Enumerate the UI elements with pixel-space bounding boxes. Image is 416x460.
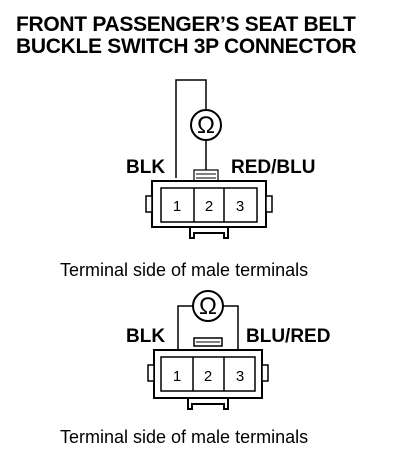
ohmmeter-icon: Ω [192,290,224,322]
tester-lead-left-1 [175,79,207,178]
title-line-1: FRONT PASSENGER’S SEAT BELT [16,13,356,36]
title-line-2: BUCKLE SWITCH 3P CONNECTOR [16,35,357,58]
pin-1-label: 1 [173,368,181,385]
pin-3-label: 3 [236,368,244,385]
tester-lead-right-2 [223,305,239,352]
pin-2-label: 2 [204,368,212,385]
wire-label-left-1: BLK [126,157,165,178]
pin-1-label: 1 [173,198,181,215]
caption-1: Terminal side of male terminals [60,260,308,280]
pin-2-label: 2 [205,198,213,215]
page-title: FRONT PASSENGER’S SEAT BELT BUCKLE SWITC… [16,13,357,58]
wire-label-right-1: RED/BLU [231,157,315,178]
ohm-symbol-1: Ω [197,112,215,139]
connector-icon [147,349,269,410]
wire-label-right-2: BLU/RED [246,326,330,347]
pin-3-label: 3 [236,198,244,215]
wire-label-left-2: BLK [126,326,165,347]
ohm-symbol-2: Ω [199,293,217,320]
connector-view-2: Ω BLK BLU/RED 1 2 3 Terminal side of mal… [60,290,330,447]
caption-2: Terminal side of male terminals [60,427,308,447]
connector-icon [145,180,273,239]
tester-lead-left-2 [177,305,193,352]
ohmmeter-icon: Ω [190,109,222,141]
connector-view-1: Ω BLK RED/BLU 1 2 3 Terminal side of mal… [60,79,315,280]
